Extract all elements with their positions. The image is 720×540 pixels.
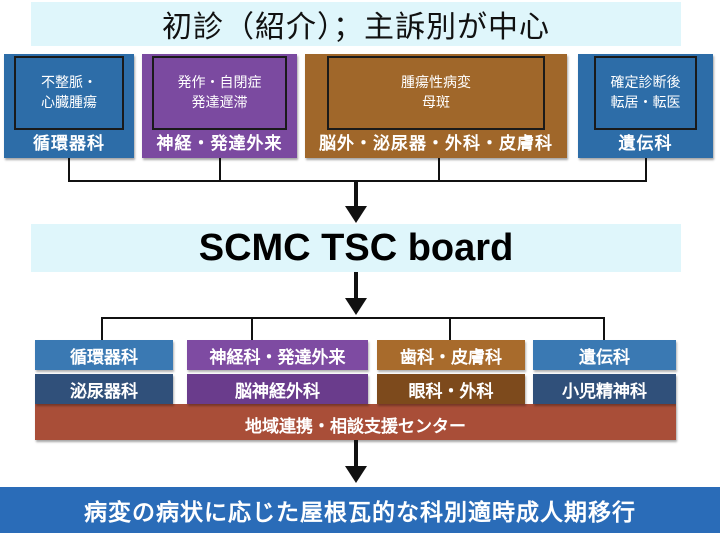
connector-line [449, 317, 451, 340]
dept-box-neurology: 発作・自閉症 発達遅滞 神経・発達外来 [142, 54, 297, 158]
dept-box-cardiology: 不整脈・ 心臓腫瘍 循環器科 [4, 54, 134, 158]
dept-reason-box: 腫瘍性病変 母斑 [327, 56, 545, 130]
connector-line [603, 317, 605, 340]
dept-reason-line: 腫瘍性病変 [401, 75, 471, 91]
dept-box-genetics: 確定診断後 転居・転医 遺伝科 [578, 54, 713, 158]
arrow-down-icon [345, 180, 367, 223]
team-cell-cardiology: 循環器科 [35, 340, 173, 370]
team-cell-ophth-surgery: 眼科・外科 [377, 374, 525, 404]
dept-reason-line: 心臓腫瘍 [41, 95, 97, 111]
dept-reason-line: 母斑 [422, 95, 450, 111]
connector-line [645, 158, 647, 182]
team-cell-child-psychiatry: 小児精神科 [533, 374, 676, 404]
page-title: 初診（紹介）；主訴別が中心 [31, 2, 681, 46]
connector-line [68, 158, 70, 182]
dept-box-surgery: 腫瘍性病変 母斑 脳外・泌尿器・外科・皮膚科 [305, 54, 567, 158]
dept-label: 神経・発達外来 [156, 133, 283, 154]
dept-reason-line: 発作・自閉症 [177, 75, 262, 91]
dept-label: 循環器科 [33, 133, 105, 154]
dept-label: 脳外・泌尿器・外科・皮膚科 [319, 133, 553, 154]
transition-outcome: 病変の病状に応じた屋根瓦的な科別適時成人期移行 [0, 487, 720, 533]
dept-label: 遺伝科 [618, 133, 673, 154]
board-title: SCMC TSC board [31, 224, 681, 272]
regional-support-center: 地域連携・相談支援センター [35, 404, 676, 440]
team-cell-neurology: 神経科・発達外来 [187, 340, 368, 370]
team-cell-urology: 泌尿器科 [35, 374, 173, 404]
dept-reason-box: 不整脈・ 心臓腫瘍 [14, 56, 124, 130]
dept-reason-line: 発達遅滞 [191, 95, 248, 111]
dept-reason-box: 発作・自閉症 発達遅滞 [152, 56, 287, 130]
connector-line [101, 317, 605, 319]
team-cell-dental-derm: 歯科・皮膚科 [377, 340, 525, 370]
dept-reason-box: 確定診断後 転居・転医 [594, 56, 697, 130]
connector-line [251, 317, 253, 340]
dept-reason-line: 確定診断後 [610, 75, 681, 91]
connector-line [438, 158, 440, 182]
arrow-down-icon [345, 272, 367, 315]
connector-line [101, 317, 103, 340]
team-cell-neurosurgery: 脳神経外科 [187, 374, 368, 404]
dept-reason-line: 転居・転医 [610, 95, 681, 111]
dept-reason-line: 不整脈・ [41, 75, 97, 91]
connector-line [219, 158, 221, 182]
arrow-down-icon [345, 440, 367, 483]
team-cell-genetics: 遺伝科 [533, 340, 676, 370]
